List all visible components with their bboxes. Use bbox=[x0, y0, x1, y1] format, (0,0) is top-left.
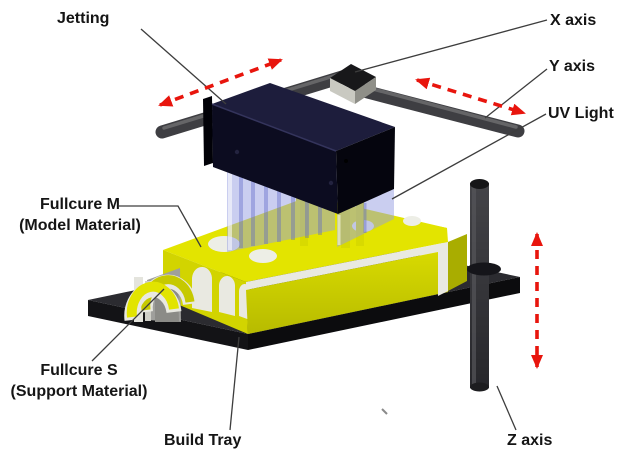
y-motion-arrow bbox=[415, 77, 526, 116]
label-fullcure-s-title: Fullcure S bbox=[40, 362, 118, 379]
leader-fullcure-s bbox=[91, 288, 165, 362]
label-fullcure-s: Fullcure S (Support Material) bbox=[0, 360, 158, 402]
label-z-axis: Z axis bbox=[507, 432, 553, 449]
leader-z-axis bbox=[496, 385, 517, 431]
motion-arrows bbox=[158, 58, 543, 369]
label-x-axis: X axis bbox=[550, 12, 597, 29]
leader-build-tray bbox=[229, 336, 240, 431]
label-fullcure-s-sub: (Support Material) bbox=[10, 383, 148, 400]
label-fullcure-m-title: Fullcure M bbox=[39, 196, 120, 213]
label-y-axis: Y axis bbox=[549, 58, 595, 75]
label-build-tray: Build Tray bbox=[164, 432, 242, 449]
z-rod-tray-mount bbox=[467, 262, 501, 276]
leader-jetting bbox=[140, 28, 227, 105]
x-motion-arrow bbox=[158, 58, 283, 107]
carriage-block bbox=[330, 64, 376, 104]
z-axis-rod bbox=[467, 179, 501, 392]
support-material-arch bbox=[124, 268, 197, 322]
label-fullcure-m-sub: (Model Material) bbox=[19, 217, 141, 234]
leader-fullcure-m bbox=[119, 205, 202, 248]
background-tick bbox=[381, 408, 388, 415]
label-fullcure-m: Fullcure M (Model Material) bbox=[0, 194, 160, 236]
label-uv-light: UV Light bbox=[548, 105, 614, 122]
label-jetting: Jetting bbox=[57, 10, 110, 27]
leader-x-axis bbox=[354, 19, 548, 73]
leader-uv-light bbox=[391, 113, 547, 200]
